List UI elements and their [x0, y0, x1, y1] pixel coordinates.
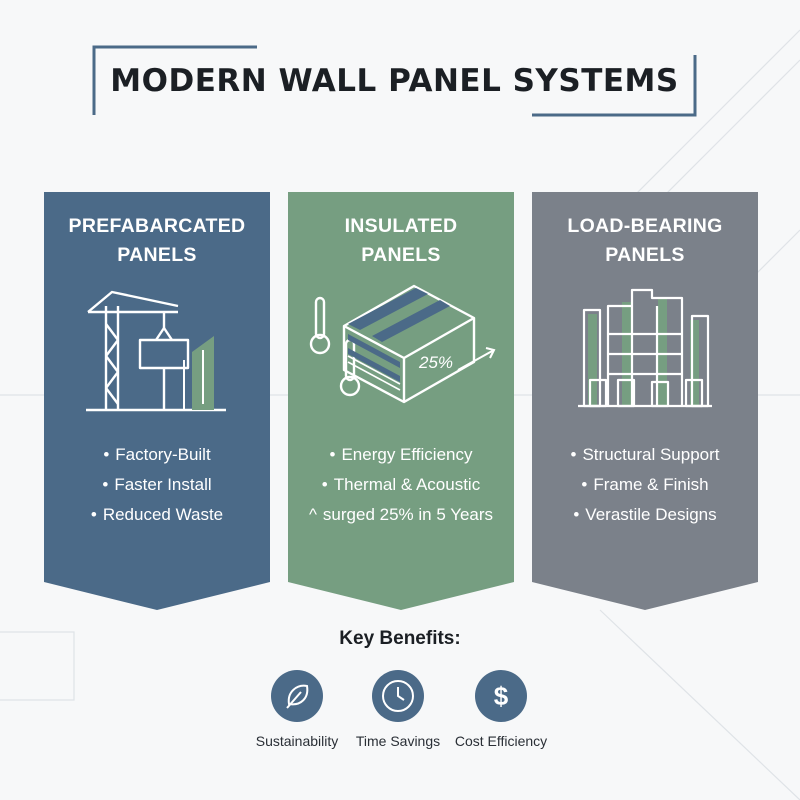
illustration-percent-label: 25%: [418, 353, 453, 372]
crane-building-icon: [86, 290, 226, 412]
leaf-icon: [286, 684, 309, 709]
panel-insulated: INSULATED PANELS 25% •Energy Efficiency: [288, 192, 514, 610]
dollar-icon: $: [494, 681, 509, 711]
key-benefits-title: Key Benefits:: [339, 628, 461, 649]
panel-title: INSULATED PANELS: [344, 215, 458, 266]
clock-icon: [382, 680, 414, 712]
panel-title: LOAD-BEARING PANELS: [567, 215, 723, 266]
list-item: •Faster Install: [102, 475, 212, 494]
panel-title: PREFABARCATED PANELS: [68, 215, 246, 266]
list-item: •Energy Efficiency: [329, 445, 473, 464]
benefit-cost-efficiency: $ Cost Efficiency: [436, 670, 566, 749]
panel-load-bearing: LOAD-BEARING PANELS •Structural Support: [532, 192, 758, 610]
list-item: •Structural Support: [570, 445, 720, 464]
benefit-label: Cost Efficiency: [454, 733, 548, 749]
insulated-panel-thermometer-icon: 25%: [309, 284, 496, 404]
list-item: ^surged 25% in 5 Years: [308, 505, 494, 524]
list-item: •Frame & Finish: [581, 475, 709, 494]
title-frame: MODERN WALL PANEL SYSTEMS: [92, 45, 697, 117]
feature-list: •Structural Support •Frame & Finish •Ver…: [532, 440, 758, 530]
feature-list: •Energy Efficiency •Thermal & Acoustic ^…: [288, 440, 514, 530]
list-item: •Verastile Designs: [573, 505, 717, 524]
benefit-label: Time Savings: [355, 733, 441, 749]
building-structure-icon: [578, 288, 712, 408]
benefit-time-savings: Time Savings: [333, 670, 463, 749]
feature-list: •Factory-Built •Faster Install •Reduced …: [44, 440, 270, 530]
list-item: •Reduced Waste: [90, 505, 224, 524]
panel-prefabricated: PREFABARCATED PANELS •Factory-Built •Fas…: [44, 192, 270, 610]
list-item: •Factory-Built: [103, 445, 211, 464]
list-item: •Thermal & Acoustic: [321, 475, 481, 494]
benefit-sustainability: Sustainability: [232, 670, 362, 749]
svg-text:$: $: [494, 681, 509, 711]
benefit-label: Sustainability: [255, 733, 339, 749]
page-title: MODERN WALL PANEL SYSTEMS: [110, 63, 679, 99]
